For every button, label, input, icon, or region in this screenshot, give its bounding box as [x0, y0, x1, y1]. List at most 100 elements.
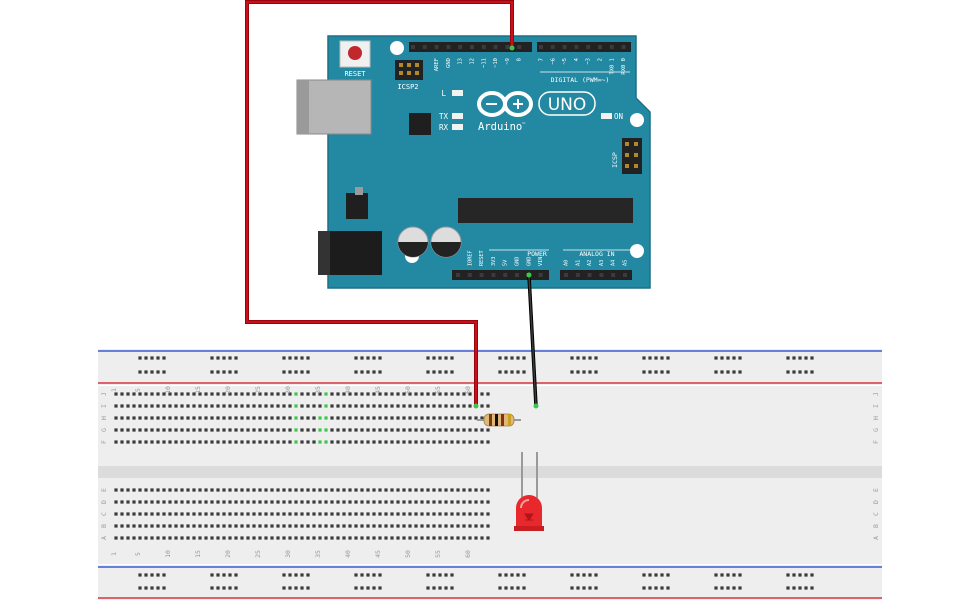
breadboard-hole: [432, 536, 436, 540]
header-pin: [446, 45, 451, 49]
breadboard-hole: [174, 428, 178, 432]
column-number: 40: [344, 550, 352, 558]
breadboard-hole: [282, 488, 286, 492]
breadboard-hole: [174, 512, 178, 516]
breadboard-hole: [168, 392, 172, 396]
breadboard-hole: [246, 404, 250, 408]
rail-hole: [804, 356, 808, 360]
breadboard-hole: [372, 524, 376, 528]
breadboard-hole: [426, 392, 430, 396]
breadboard-hole: [162, 404, 166, 408]
breadboard-hole: [246, 500, 250, 504]
breadboard-hole: [360, 404, 364, 408]
header-pin: [422, 45, 427, 49]
breadboard-hole: [354, 416, 358, 420]
breadboard-hole: [234, 392, 238, 396]
breadboard-hole: [450, 440, 454, 444]
black-wire-gnd-to-led: [528, 275, 537, 407]
breadboard-hole: [126, 512, 130, 516]
breadboard-hole: [114, 524, 118, 528]
rail-hole: [510, 573, 514, 577]
breadboard-hole: [216, 524, 220, 528]
rail-hole: [426, 573, 430, 577]
breadboard-hole: [294, 404, 298, 408]
rail-hole: [234, 370, 238, 374]
breadboard-hole: [444, 512, 448, 516]
breadboard-hole: [324, 440, 328, 444]
breadboard-hole: [462, 440, 466, 444]
header-pin: [515, 273, 519, 277]
rail-hole: [786, 356, 790, 360]
rail-hole: [444, 586, 448, 590]
breadboard-hole: [336, 536, 340, 540]
breadboard-hole: [342, 536, 346, 540]
breadboard-hole: [132, 512, 136, 516]
rail-hole: [234, 586, 238, 590]
header-pin: [574, 45, 579, 49]
wire-endpoint: [533, 403, 539, 409]
breadboard-hole: [378, 416, 382, 420]
breadboard-hole: [426, 500, 430, 504]
brand-label: Arduino™: [478, 121, 525, 133]
breadboard-hole: [210, 512, 214, 516]
breadboard-hole: [114, 536, 118, 540]
breadboard-hole: [192, 416, 196, 420]
breadboard-hole: [468, 512, 472, 516]
breadboard-hole: [402, 392, 406, 396]
rail-hole: [210, 573, 214, 577]
rail-hole: [726, 356, 730, 360]
breadboard-hole: [378, 404, 382, 408]
breadboard-hole: [258, 488, 262, 492]
breadboard-hole: [186, 416, 190, 420]
breadboard-hole: [240, 488, 244, 492]
breadboard-hole: [318, 440, 322, 444]
breadboard-hole: [150, 416, 154, 420]
rail-hole: [804, 586, 808, 590]
breadboard-hole: [318, 536, 322, 540]
breadboard-hole: [210, 500, 214, 504]
rail-hole: [300, 370, 304, 374]
breadboard-hole: [486, 500, 490, 504]
icsp2-pin: [415, 63, 419, 67]
rail-hole: [438, 370, 442, 374]
breadboard-hole: [216, 440, 220, 444]
reset-label: RESET: [344, 70, 366, 78]
rail-hole: [306, 356, 310, 360]
breadboard-hole: [318, 488, 322, 492]
breadboard-hole: [120, 404, 124, 408]
breadboard-hole: [378, 440, 382, 444]
rail-hole: [516, 370, 520, 374]
breadboard-hole: [486, 488, 490, 492]
analog-label: ANALOG IN: [579, 250, 614, 258]
breadboard-hole: [138, 440, 142, 444]
breadboard-hole: [240, 392, 244, 396]
header-pin: [586, 45, 591, 49]
header-pin: [481, 45, 486, 49]
rail-hole: [438, 586, 442, 590]
digital-pin-label: ~10: [493, 58, 499, 68]
breadboard-hole: [162, 488, 166, 492]
breadboard-hole: [288, 416, 292, 420]
breadboard-hole: [438, 524, 442, 528]
breadboard-hole: [324, 512, 328, 516]
rail-hole: [732, 573, 736, 577]
breadboard-hole: [348, 440, 352, 444]
breadboard-hole: [216, 512, 220, 516]
rail-hole: [738, 573, 742, 577]
rail-hole: [588, 356, 592, 360]
breadboard-hole: [246, 440, 250, 444]
icsp-header: [622, 138, 642, 174]
breadboard-hole: [240, 404, 244, 408]
breadboard-hole: [120, 440, 124, 444]
breadboard-hole: [450, 512, 454, 516]
breadboard-hole: [234, 440, 238, 444]
breadboard-hole: [378, 488, 382, 492]
column-number: 15: [194, 550, 202, 558]
breadboard-hole: [300, 536, 304, 540]
breadboard-hole: [222, 404, 226, 408]
breadboard-hole: [210, 536, 214, 540]
breadboard-hole: [414, 500, 418, 504]
breadboard-hole: [486, 428, 490, 432]
breadboard-hole: [300, 488, 304, 492]
rail-hole: [792, 356, 796, 360]
